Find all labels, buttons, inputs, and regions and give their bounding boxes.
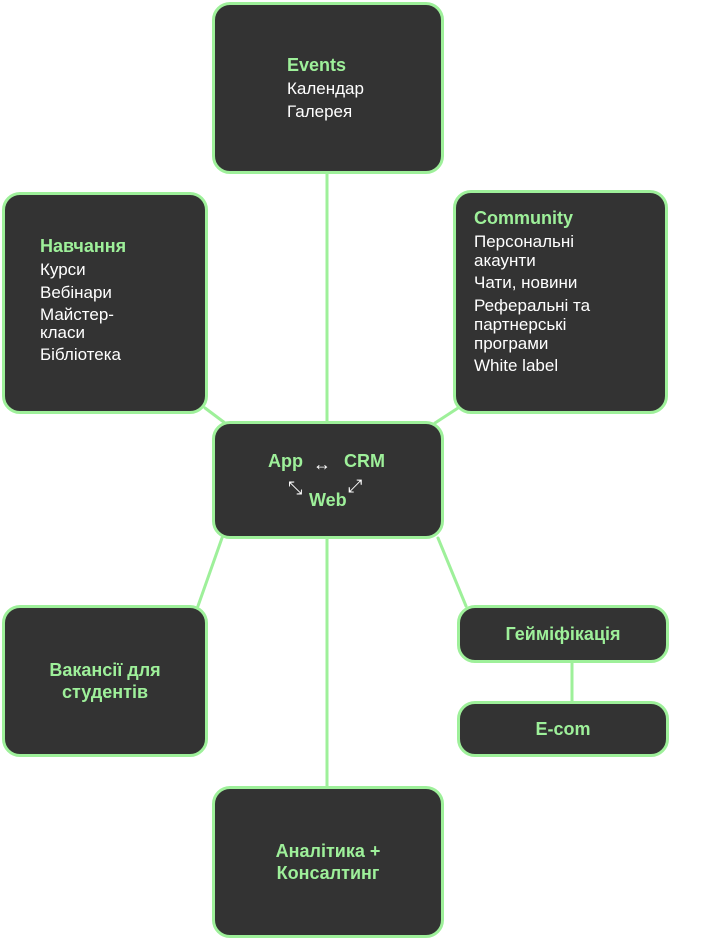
hub-web-label: Web: [309, 490, 347, 510]
connector-hub-vacancies: [196, 536, 224, 608]
analytics-title: Аналітика + Консалтинг: [275, 841, 381, 883]
ecom-box: E-com: [457, 701, 669, 757]
events-item-gallery: Галерея: [287, 102, 353, 121]
community-box: Community Персональні акаунти Чати, нови…: [453, 190, 668, 414]
diagonal-arrow-left-icon: ⤡: [288, 478, 303, 498]
vacancies-box: Вакансії для студентів: [2, 605, 208, 757]
diagonal-arrow-right-icon: ⤢: [348, 476, 363, 496]
learning-item-library: Бібліотека: [40, 345, 121, 364]
analytics-box: Аналітика + Консалтинг: [212, 786, 444, 938]
gamification-title: Гейміфікація: [505, 624, 621, 644]
events-item-calendar: Календар: [287, 79, 364, 98]
vacancies-title: Вакансії для студентів: [49, 660, 161, 702]
community-item-accounts: Персональні акаунти: [474, 232, 575, 270]
community-item-white-label: White label: [474, 356, 559, 375]
hub-box: App ↔ CRM ⤡ Web ⤢: [212, 421, 444, 539]
learning-box: Навчання Курси Вебінари Майстер- класи Б…: [2, 192, 208, 414]
learning-item-webinars: Вебінари: [40, 283, 112, 302]
events-title: Events: [287, 55, 347, 75]
connector-hub-gamification: [436, 536, 468, 608]
events-box: Events Календар Галерея: [212, 2, 444, 174]
ecom-title: E-com: [535, 719, 591, 739]
learning-title: Навчання: [40, 236, 127, 256]
community-title: Community: [474, 208, 573, 228]
community-item-chats-news: Чати, новини: [474, 273, 578, 292]
learning-item-courses: Курси: [40, 260, 86, 279]
gamification-box: Гейміфікація: [457, 605, 669, 663]
bidirectional-arrow-icon: ↔: [313, 454, 331, 474]
community-item-referral: Реферальні та партнерські програми: [474, 296, 591, 353]
hub-app-label: App: [268, 451, 303, 471]
connector-community-hub: [433, 406, 460, 425]
hub-crm-label: CRM: [344, 451, 385, 471]
learning-item-masterclasses: Майстер- класи: [40, 305, 114, 342]
connector-learning-hub: [203, 406, 227, 425]
